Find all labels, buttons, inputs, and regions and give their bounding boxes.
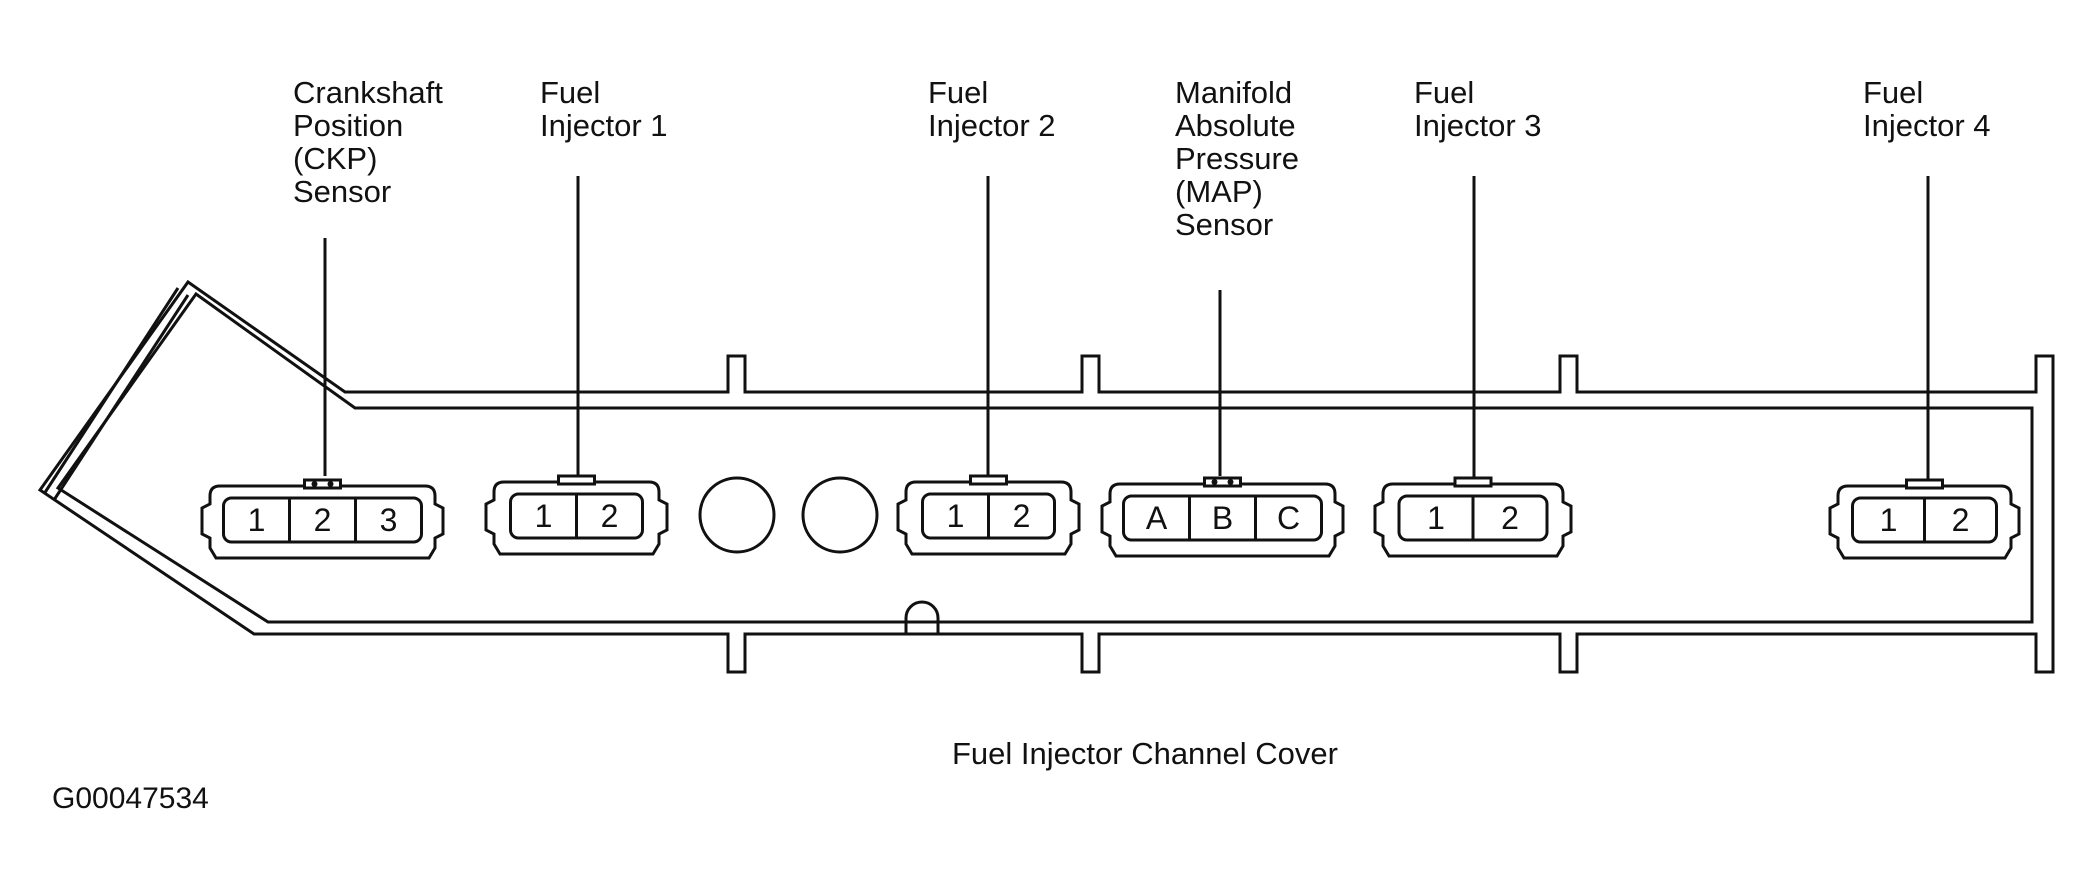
label-line: Fuel (540, 75, 601, 110)
locking-tab-dot (1227, 479, 1234, 485)
pin-label: 3 (380, 502, 398, 538)
locking-tab (969, 474, 1008, 486)
locking-tab (1203, 476, 1242, 488)
label-line: Injector 3 (1414, 108, 1542, 143)
locking-tab-dot (1211, 479, 1218, 485)
pin-label: A (1146, 500, 1168, 536)
label-fuel-injector-1: Fuel Injector 1 (540, 76, 668, 142)
locking-tab (1453, 476, 1493, 488)
end-cap-strip (52, 294, 190, 501)
pin-label: 2 (1013, 498, 1031, 534)
pin-label: B (1212, 500, 1233, 536)
locking-tab (557, 474, 596, 486)
cover-inner-outline (55, 291, 2034, 624)
locking-tab-dot (327, 481, 334, 487)
figure-id: G00047534 (52, 782, 209, 815)
label-map-sensor: Manifold Absolute Pressure (MAP) Sensor (1175, 76, 1299, 241)
label-line: Fuel (1863, 75, 1924, 110)
locking-tab (303, 478, 342, 490)
locking-tab-dot (311, 481, 318, 487)
pin-label: 2 (314, 502, 332, 538)
pin-label: 2 (1952, 502, 1970, 538)
label-line: Sensor (1175, 207, 1274, 242)
diagram-caption: Fuel Injector Channel Cover (952, 736, 1338, 771)
label-line: Pressure (1175, 141, 1300, 176)
connector-map: A B C (1100, 476, 1345, 558)
label-ckp-sensor: Crankshaft Position (CKP) Sensor (293, 76, 443, 208)
label-fuel-injector-4: Fuel Injector 4 (1863, 76, 1991, 142)
end-cap-strip (42, 287, 180, 495)
mounting-hole (698, 476, 776, 554)
pin-label: 2 (1501, 500, 1519, 536)
connector-ckp: 1 2 3 (200, 478, 445, 560)
pin-label: 2 (601, 498, 619, 534)
label-line: Injector 4 (1863, 108, 1991, 143)
label-line: Sensor (293, 174, 392, 209)
label-line: Absolute (1175, 108, 1296, 143)
connector-cavity (222, 496, 423, 544)
label-line: Fuel (1414, 75, 1475, 110)
pin-label: C (1277, 500, 1300, 536)
label-line: Position (293, 108, 404, 143)
pin-label: 1 (947, 498, 965, 534)
lower-wall-bump (904, 600, 940, 634)
label-line: Injector 1 (540, 108, 668, 143)
label-line: Manifold (1175, 75, 1293, 110)
pin-label: 1 (535, 498, 553, 534)
mounting-hole (801, 476, 879, 554)
cover-outer-outline (37, 279, 2055, 674)
connector-shell (1100, 482, 1345, 558)
pin-label: 1 (1880, 502, 1898, 538)
pin-label: 1 (1427, 500, 1445, 536)
label-line: Crankshaft (293, 75, 443, 110)
label-fuel-injector-3: Fuel Injector 3 (1414, 76, 1542, 142)
label-line: (MAP) (1175, 174, 1263, 209)
connector-cavity (1122, 494, 1323, 542)
locking-tab (1905, 478, 1944, 490)
label-line: (CKP) (293, 141, 378, 176)
label-fuel-injector-2: Fuel Injector 2 (928, 76, 1056, 142)
label-line: Fuel (928, 75, 989, 110)
connector-shell (200, 484, 445, 560)
pin-label: 1 (248, 502, 266, 538)
label-line: Injector 2 (928, 108, 1056, 143)
